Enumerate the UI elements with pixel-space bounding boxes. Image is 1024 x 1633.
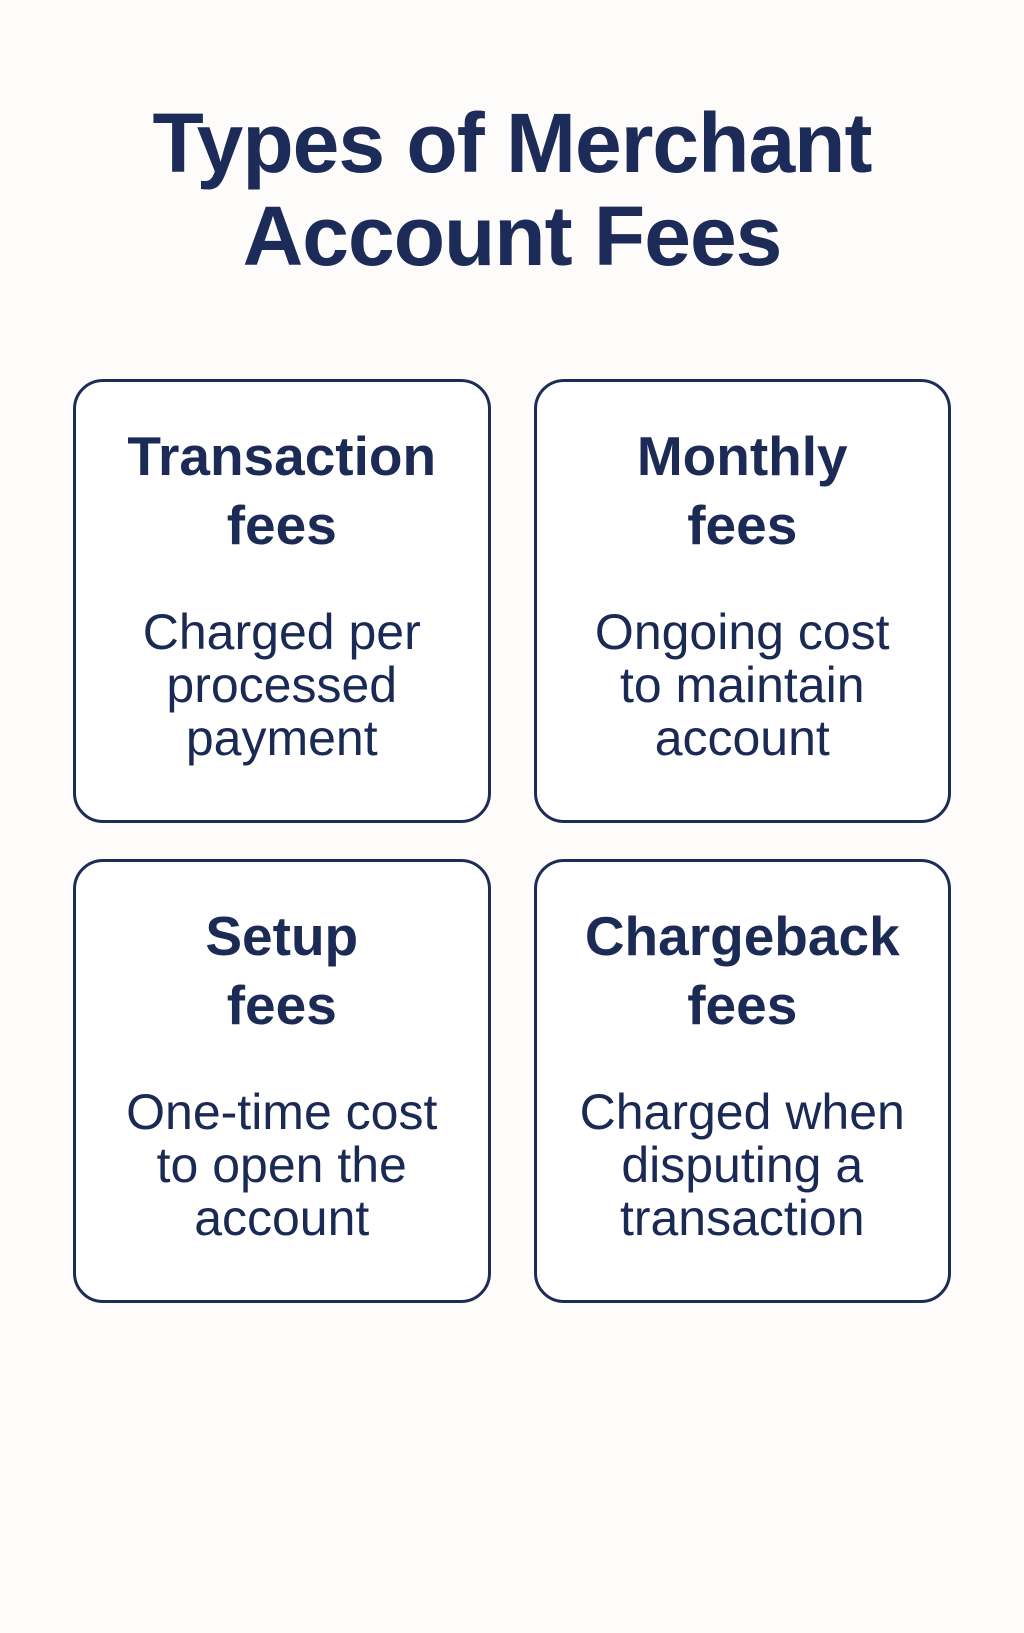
fee-card-transaction-description: Charged per processed payment xyxy=(142,604,421,766)
fee-card-chargeback-description: Charged when disputing a transaction xyxy=(579,1084,905,1246)
fee-card-setup: Setup fees One-time cost to open the acc… xyxy=(73,859,491,1303)
fee-card-setup-title: Setup fees xyxy=(205,905,359,1036)
fee-card-transaction-title: Transaction fees xyxy=(127,425,437,556)
fee-cards-grid: Transaction fees Charged per processed p… xyxy=(73,379,951,1303)
fee-card-setup-description: One-time cost to open the account xyxy=(126,1084,438,1246)
fee-card-monthly-title: Monthly fees xyxy=(636,425,848,556)
infographic-page: { "page": { "title": "Types of Merchant\… xyxy=(0,97,1024,1633)
fee-card-transaction: Transaction fees Charged per processed p… xyxy=(73,379,491,823)
fee-card-chargeback: Chargeback fees Charged when disputing a… xyxy=(533,859,951,1303)
fee-card-monthly: Monthly fees Ongoing cost to maintain ac… xyxy=(533,379,951,823)
fee-card-chargeback-title: Chargeback fees xyxy=(584,905,900,1036)
page-title: Types of Merchant Account Fees xyxy=(152,96,873,283)
fee-card-monthly-description: Ongoing cost to maintain account xyxy=(594,604,890,766)
